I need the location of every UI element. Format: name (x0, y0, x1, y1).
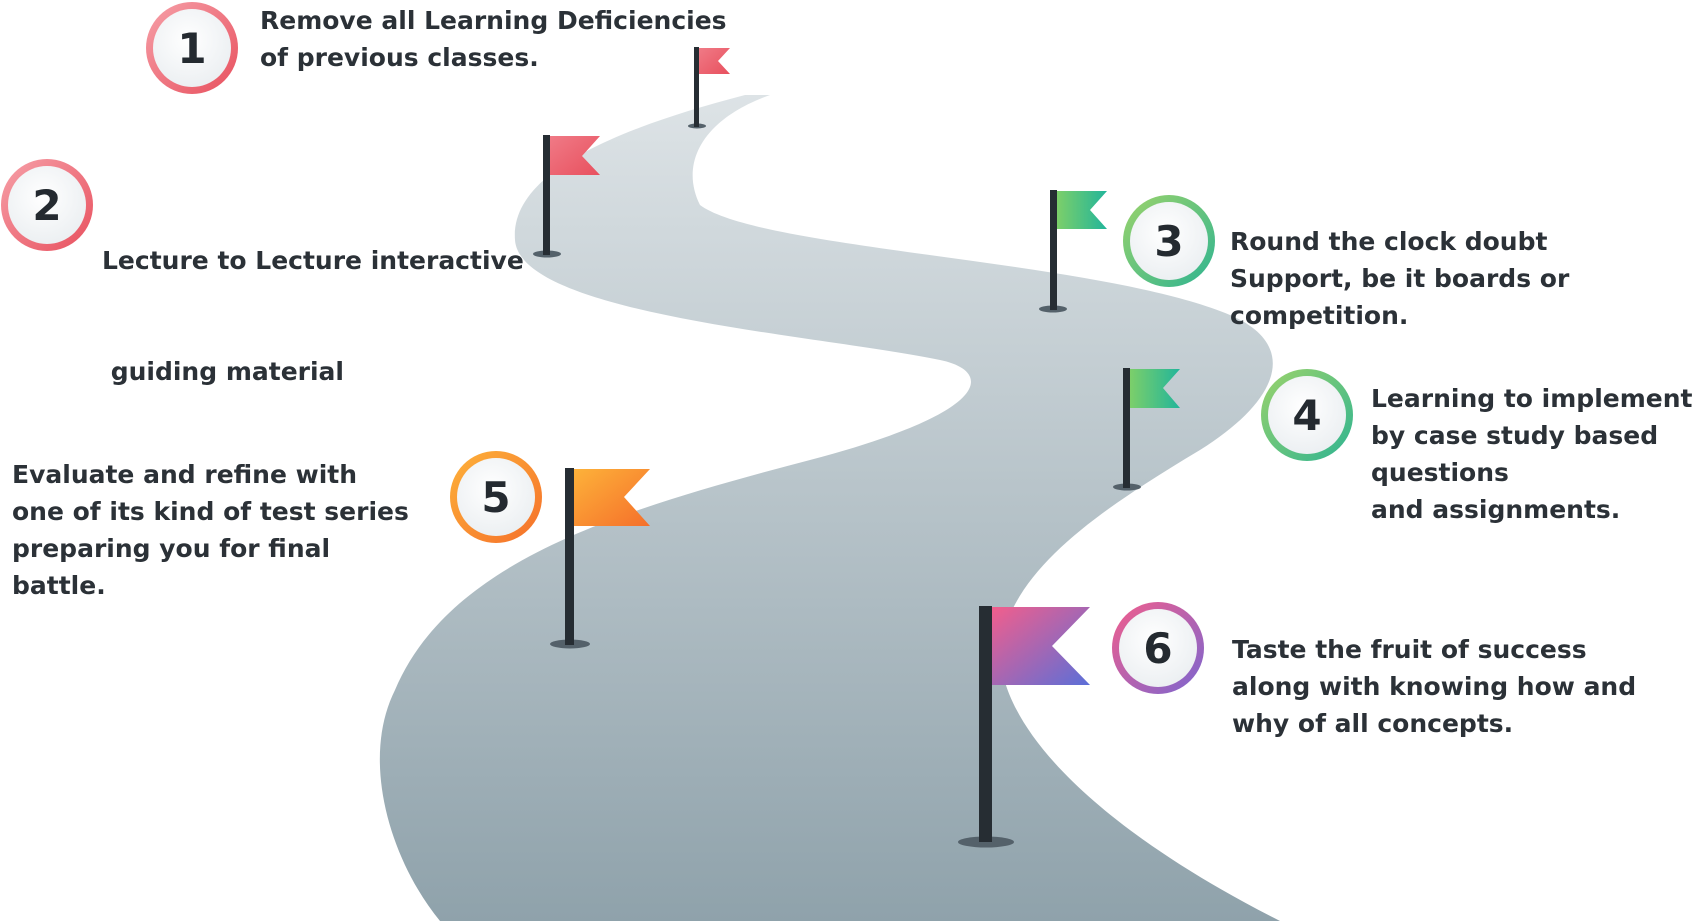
badge-5: 5 (450, 451, 542, 543)
caption-4: Learning to implement by case study base… (1371, 380, 1692, 528)
flag-6-pole (979, 606, 992, 842)
caption-2: Lecture to Lecture interactive guiding m… (102, 168, 524, 427)
badge-3: 3 (1123, 195, 1215, 287)
caption-6-line-1: Taste the fruit of success (1232, 635, 1587, 664)
caption-2-line-2: guiding material (102, 357, 344, 386)
flag-6 (958, 606, 1090, 848)
flag-1 (688, 47, 730, 129)
caption-1-line-2: of previous classes. (260, 43, 539, 72)
caption-4-line-1: Learning to implement (1371, 384, 1693, 413)
caption-4-line-2: by case study based (1371, 421, 1659, 450)
caption-1: Remove all Learning Deficiencies of prev… (260, 2, 727, 76)
flag-3 (1039, 190, 1107, 313)
caption-6-line-3: why of all concepts. (1232, 709, 1514, 738)
badge-5-number: 5 (481, 473, 510, 522)
caption-3: Round the clock doubt Support, be it boa… (1230, 223, 1569, 334)
caption-6: Taste the fruit of success along with kn… (1232, 631, 1636, 742)
badge-2-number: 2 (32, 181, 61, 230)
caption-5-line-4: battle. (12, 571, 106, 600)
flag-3-banner (1057, 191, 1107, 229)
flag-3-pole (1050, 190, 1057, 310)
badge-2: 2 (1, 159, 93, 251)
badge-6: 6 (1112, 602, 1204, 694)
caption-5-line-1: Evaluate and refine with (12, 460, 358, 489)
flag-5-banner (574, 469, 650, 526)
caption-3-line-3: competition. (1230, 301, 1409, 330)
flag-1-banner (699, 48, 730, 74)
badge-3-number: 3 (1154, 217, 1183, 266)
badge-6-number: 6 (1143, 624, 1172, 673)
flag-2-pole (543, 135, 550, 255)
flag-4-banner (1130, 369, 1180, 408)
caption-4-line-3: questions (1371, 458, 1509, 487)
badge-4-number: 4 (1292, 391, 1321, 440)
flag-4 (1113, 368, 1180, 491)
badge-1-number: 1 (177, 24, 206, 73)
caption-3-line-1: Round the clock doubt (1230, 227, 1548, 256)
flag-5 (550, 468, 650, 649)
caption-5-line-2: one of its kind of test series (12, 497, 409, 526)
caption-5-line-3: preparing you for final (12, 534, 331, 563)
caption-4-line-4: and assignments. (1371, 495, 1621, 524)
flag-4-pole (1123, 368, 1130, 488)
caption-1-line-1: Remove all Learning Deficiencies (260, 6, 727, 35)
caption-5: Evaluate and refine with one of its kind… (12, 456, 409, 604)
flag-1-pole (694, 47, 699, 127)
caption-6-line-2: along with knowing how and (1232, 672, 1637, 701)
caption-3-line-2: Support, be it boards or (1230, 264, 1570, 293)
caption-2-line-1: Lecture to Lecture interactive (102, 246, 524, 275)
flag-2 (533, 135, 600, 258)
flag-2-banner (550, 136, 600, 175)
badge-1: 1 (146, 2, 238, 94)
flag-6-banner (992, 607, 1090, 685)
badge-4: 4 (1261, 369, 1353, 461)
flag-5-pole (565, 468, 574, 645)
